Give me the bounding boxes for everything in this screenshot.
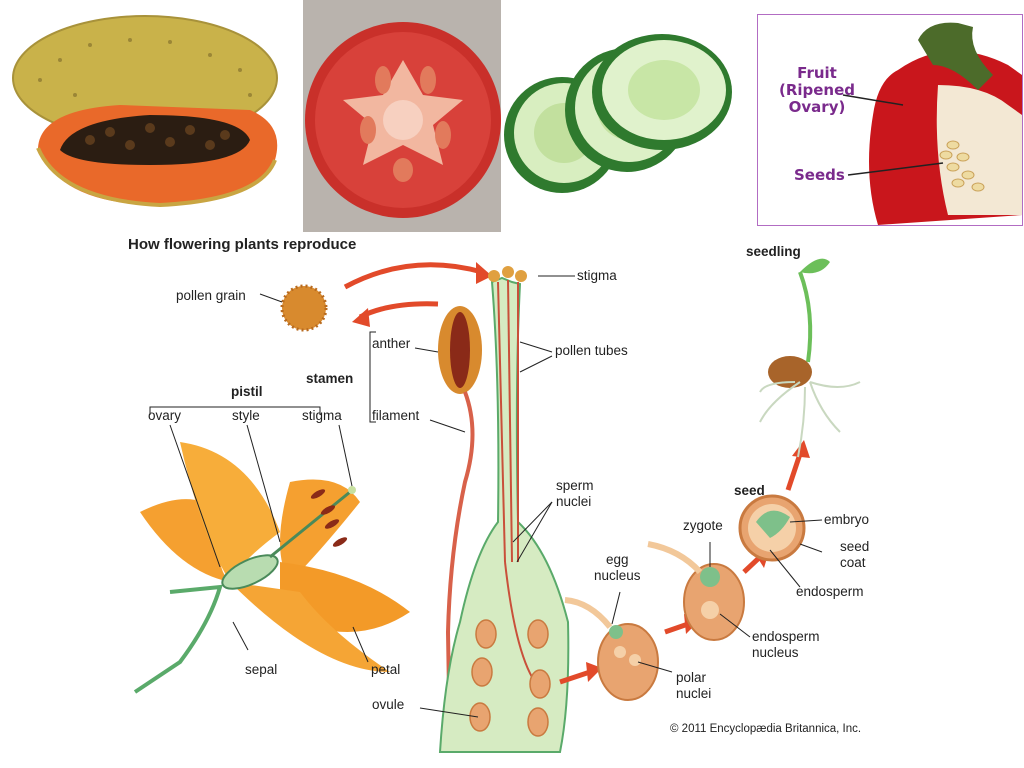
endosperm-label: endosperm — [796, 584, 864, 599]
fruit-leader-line — [842, 94, 904, 106]
stigma-top-label: stigma — [577, 268, 617, 283]
pistil-label: pistil — [231, 384, 263, 399]
anther-label: anther — [372, 336, 411, 351]
flower-reproduction-diagram: How flowering plants reproduce pollen gr… — [120, 232, 1024, 768]
seeds-label: Seeds — [794, 166, 845, 184]
copyright-notice: © 2011 Encyclopædia Britannica, Inc. — [670, 723, 862, 735]
tomato-image — [303, 0, 501, 232]
embryo-label: embryo — [824, 512, 870, 527]
style-label: style — [232, 408, 260, 423]
sperm-nuclei-label: sperm nuclei — [556, 478, 594, 509]
ovule-egg-stage — [597, 623, 659, 701]
sepal-label: sepal — [245, 662, 278, 677]
filament-label: filament — [372, 408, 420, 423]
ovules — [469, 619, 551, 737]
diagram-title: How flowering plants reproduce — [128, 236, 357, 253]
seed-label: seed — [734, 483, 765, 498]
ovary-label: ovary — [148, 408, 182, 423]
fruit-ripened-ovary-label: Fruit (Ripened Ovary) — [778, 64, 856, 116]
pollen-tubes-label: pollen tubes — [555, 343, 628, 358]
pepper-image: Fruit (Ripened Ovary) Seeds — [757, 14, 1023, 226]
egg-nucleus-label: egg nucleus — [594, 552, 641, 583]
papaya-image — [0, 0, 300, 232]
stigma-label: stigma — [302, 408, 342, 423]
pollen-grain-shape — [282, 286, 326, 330]
zygote-label: zygote — [683, 518, 723, 533]
petal-label: petal — [371, 662, 401, 677]
cucumber-image — [502, 0, 756, 232]
pollination-arrow — [343, 262, 483, 290]
seedling-label: seedling — [746, 244, 801, 259]
endosperm-nucleus-label: endosperm nucleus — [752, 629, 820, 660]
pollen-grain-label: pollen grain — [176, 288, 246, 303]
ovule-label: ovule — [372, 697, 405, 712]
seedling-stem — [798, 271, 813, 363]
filament-shape — [445, 391, 475, 753]
stamen-label: stamen — [306, 371, 354, 386]
anther-to-pollen-arrow — [358, 301, 439, 320]
polar-nuclei-label: polar nuclei — [676, 670, 712, 701]
lily-flower — [133, 442, 410, 694]
seeds-leader-line — [847, 162, 944, 176]
seed-coat-label: seed coat — [840, 539, 870, 570]
